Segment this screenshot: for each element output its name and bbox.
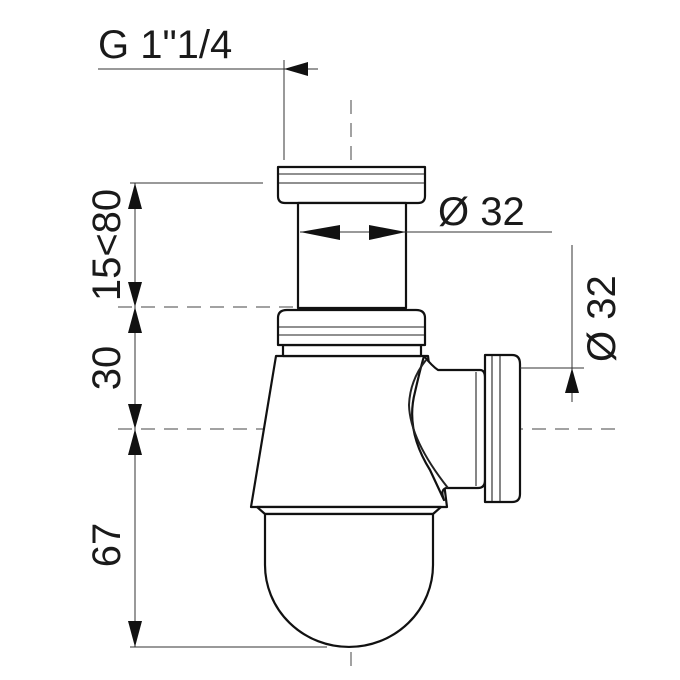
trap-bowl <box>255 505 443 649</box>
outlet-diameter-dimension: Ø 32 <box>520 245 624 402</box>
adjustable-height-label: 15<80 <box>85 189 129 301</box>
inlet-diameter-dimension: Ø 32 <box>300 190 552 240</box>
inlet-diameter-label: Ø 32 <box>438 190 525 234</box>
outlet-diameter-label: Ø 32 <box>580 275 624 362</box>
top-cap <box>276 165 427 205</box>
thread-label: G 1"1/4 <box>98 23 232 67</box>
thread-dimension: G 1"1/4 <box>98 23 318 160</box>
middle-height-label: 30 <box>85 346 129 391</box>
coupling-nut <box>276 308 427 358</box>
inlet-tube <box>296 201 408 310</box>
side-outlet <box>407 353 522 504</box>
height-dimensions: 15<80 30 67 <box>85 182 327 648</box>
bottom-height-label: 67 <box>85 523 129 568</box>
